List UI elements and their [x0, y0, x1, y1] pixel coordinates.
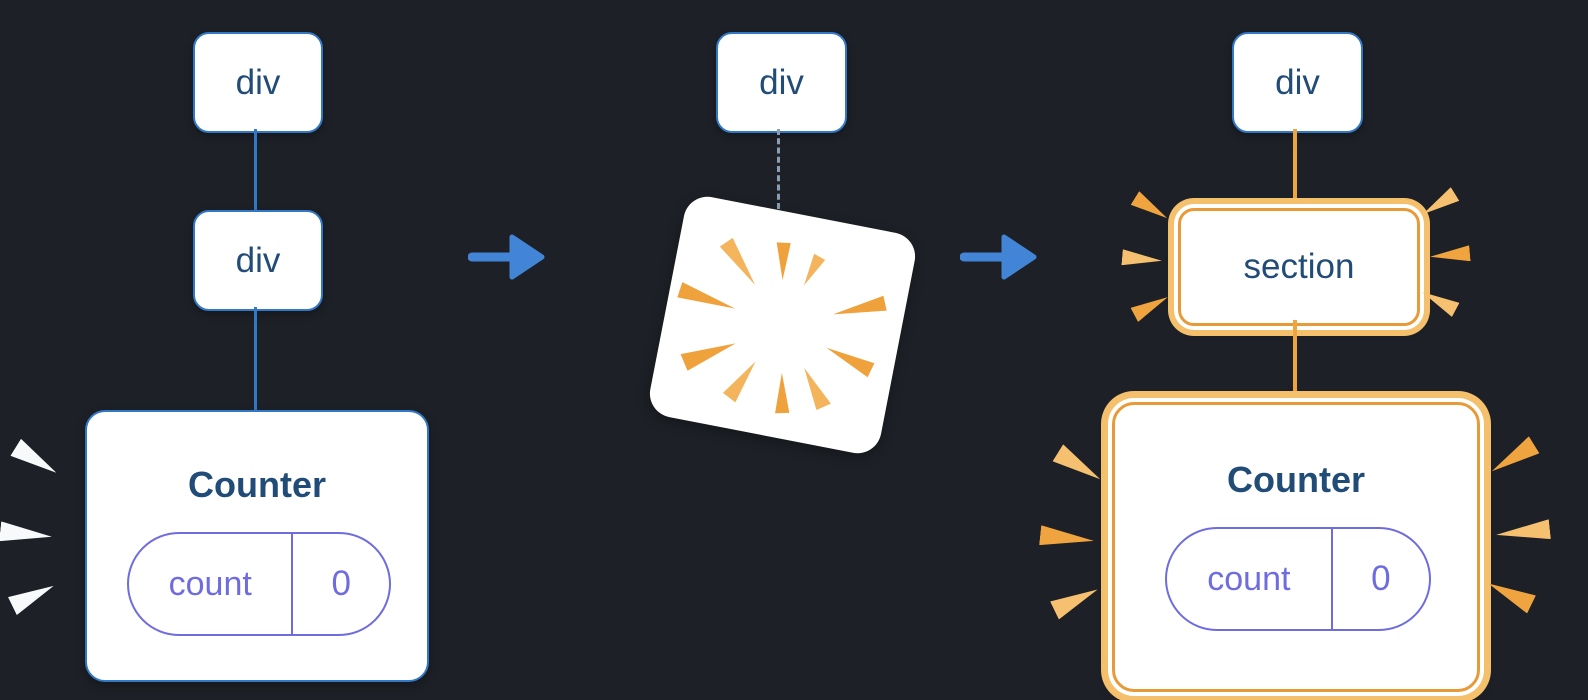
- tree-edge-highlighted: [1293, 320, 1297, 404]
- spark-icon: [10, 439, 61, 481]
- tree-edge-highlighted: [1293, 129, 1297, 208]
- spark-icon: [1131, 191, 1172, 225]
- tree-node-div-root-right: div: [1232, 32, 1363, 133]
- node-label: div: [1275, 62, 1320, 102]
- poof-box: [645, 192, 920, 458]
- counter-component-left: Counter count 0: [85, 410, 429, 682]
- tree-edge: [254, 307, 257, 410]
- burst-icon: [677, 237, 887, 414]
- node-label: div: [235, 240, 281, 280]
- tree-edge: [254, 129, 257, 210]
- arrow-right-icon: [468, 234, 545, 280]
- spark-icon: [0, 521, 53, 546]
- counter-component-right: Counter count 0: [1112, 402, 1480, 692]
- spark-icon: [1121, 249, 1162, 268]
- tree-node-div-root-middle: div: [716, 32, 847, 133]
- component-title: Counter: [1227, 459, 1365, 500]
- tree-node-div-child-left: div: [193, 210, 323, 311]
- tree-node-section: section: [1178, 208, 1420, 326]
- spark-icon: [1130, 290, 1171, 322]
- state-value: 0: [1371, 559, 1391, 598]
- arrow-right-icon: [960, 234, 1037, 280]
- spark-icon: [1429, 245, 1470, 264]
- spark-icon: [1052, 444, 1105, 487]
- spark-icon: [1050, 580, 1102, 619]
- spark-icon: [1418, 285, 1459, 317]
- component-title: Counter: [188, 464, 326, 505]
- spark-icon: [8, 577, 58, 615]
- state-key: count: [1167, 529, 1333, 629]
- node-label: div: [759, 62, 804, 102]
- state-key: count: [129, 534, 294, 634]
- spark-icon: [1039, 525, 1095, 551]
- spark-icon: [1419, 187, 1460, 221]
- node-label: div: [235, 62, 281, 102]
- spark-icon: [1486, 436, 1539, 479]
- spark-icon: [1495, 519, 1551, 545]
- tree-edge-dashed: [777, 129, 780, 209]
- node-label: section: [1243, 247, 1355, 286]
- state-pill: count 0: [1165, 527, 1431, 631]
- state-pill: count 0: [127, 532, 391, 636]
- spark-icon: [1484, 574, 1536, 613]
- tree-node-div-root-left: div: [193, 32, 323, 133]
- state-value: 0: [331, 564, 351, 603]
